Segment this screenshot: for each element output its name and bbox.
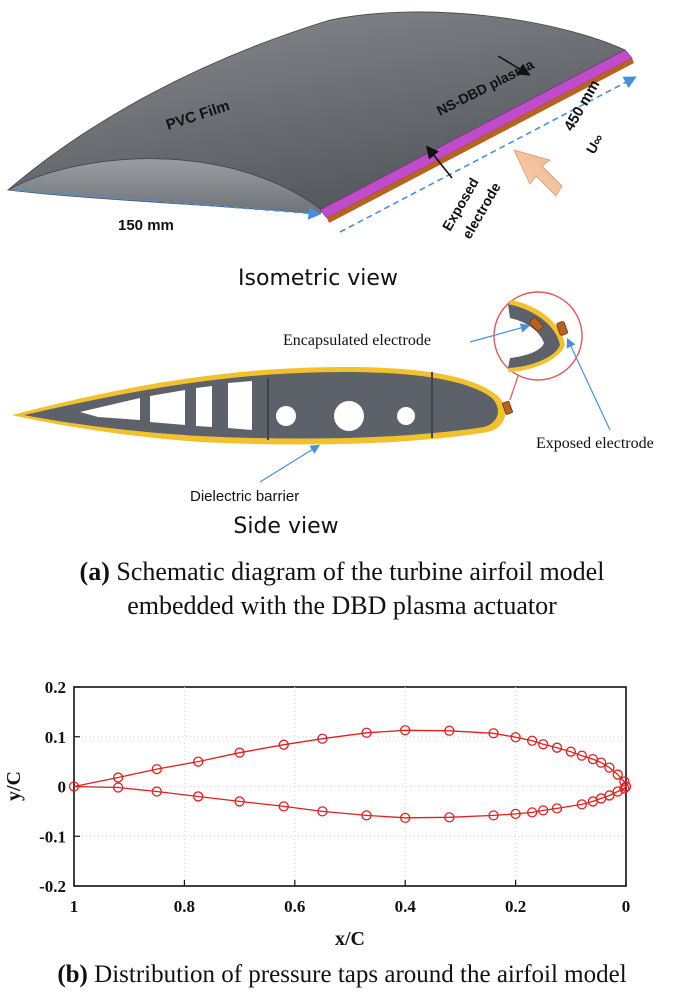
pressure-tap-point [234,747,245,758]
pressure-tap-point [551,742,563,753]
encapsulated-electrode-label: Encapsulated electrode [283,332,431,349]
pressure-tap-point [596,757,607,768]
pressure-tap-point [361,727,372,738]
pressure-tap-point [234,796,245,807]
svg-text:(a) Schematic diagram of the t: (a) Schematic diagram of the turbine air… [80,557,605,586]
x-tick-label: 0.6 [284,897,305,916]
leading-edge-electrode [502,400,513,415]
hole-left [276,406,296,426]
data-series [68,725,632,823]
span-dimension-line [339,76,637,233]
pressure-tap-point [488,728,499,739]
pressure-tap-point [488,810,499,821]
caption-b: (b) Distribution of pressure taps around… [57,961,626,988]
pressure-tap-point [527,735,538,746]
pressure-tap-point [151,786,162,797]
pressure-tap-point [565,746,576,757]
x-axis-label: x/C [335,928,365,950]
x-tick-label: 0.2 [505,897,526,916]
plasma-pointer [497,55,531,76]
magnified-airfoil [508,304,560,368]
encapsulated-pointer [469,323,531,343]
caption-a-tag: (a) [80,557,110,586]
flow-label: U∞ [583,131,607,156]
pressure-tap-point [576,750,587,761]
x-tick-label: 1 [70,897,79,916]
pressure-tap-point [278,801,289,812]
pressure-tap-point [619,776,630,787]
wing-surface [7,11,626,211]
pressure-tap-point [193,791,204,802]
y-tick-label: -0.2 [39,877,66,896]
internal-cavities [80,381,252,430]
pressure-tap-point [620,781,632,792]
pressure-tap-point [551,803,563,814]
pressure-tap-point [400,725,411,736]
dielectric-pointer [259,444,321,483]
pressure-tap-point [576,799,587,810]
pressure-tap-point [151,763,162,775]
chord-label: 150 mm [118,217,174,234]
hole-center [334,401,364,431]
axis-ticks: 1 0.8 0.6 0.4 0.2 0 0.2 0.1 0 -0.1 -0.2 [39,678,630,916]
chord-dimension-line [13,189,322,220]
side-view: Encapsulated electrode Exposed electrode… [12,291,654,539]
pressure-tap-point [444,725,455,736]
x-tick-label: 0 [622,897,631,916]
pressure-tap-point [113,782,124,793]
pressure-tap-point [612,769,623,780]
isometric-view: PVC Film NS-DBD plasma 450 mm U∞ Exposed… [6,11,637,291]
y-axis-label: y/C [3,771,25,801]
pressure-tap-point [604,762,615,773]
electrode-strip [327,58,634,223]
pressure-tap-point [510,732,521,743]
dielectric-barrier-label: Dielectric barrier [190,488,299,505]
x-tick-label: 0.4 [395,897,417,916]
pressure-tap-point [510,808,521,820]
magnified-exposed-electrode [556,321,568,336]
caption-a: (a) Schematic diagram of the turbine air… [80,557,605,620]
y-tick-label: 0.1 [45,728,66,747]
pressure-tap-point [612,786,623,797]
exposed-electrode-label: Exposed electrode [536,435,654,452]
pressure-tap-point [604,790,615,801]
hole-right [397,407,415,425]
pressure-tap-point [538,739,549,750]
caption-a-line2: embedded with the DBD plasma actuator [127,591,557,620]
caption-b-text: Distribution of pressure taps around the… [88,961,627,988]
pressure-tap-chart: 1 0.8 0.6 0.4 0.2 0 0.2 0.1 0 -0.1 -0.2 x/C y/C [3,678,632,950]
isometric-view-title: Isometric view [238,266,398,291]
caption-b-tag: (b) [57,961,88,988]
caption-a-line1: Schematic diagram of the turbine airfoil… [110,557,605,586]
y-tick-label: -0.1 [39,827,66,846]
pressure-tap-point [361,810,372,821]
series-line [73,729,627,788]
x-tick-label: 0.8 [174,897,195,916]
pressure-tap-point [400,812,411,823]
pressure-tap-point [193,756,204,767]
y-tick-label: 0 [58,778,67,797]
pressure-tap-point [538,805,549,816]
pressure-tap-point [278,739,289,750]
y-tick-label: 0.2 [45,678,66,697]
series-line [73,785,627,819]
pressure-tap-point [527,807,538,818]
pressure-tap-point [317,733,328,744]
pressure-tap-point [317,806,328,817]
pressure-tap-point [619,783,630,794]
internal-frame [267,372,433,440]
magnifier-circle [493,291,583,381]
exposed-pointer [566,337,611,431]
magnified-encapsulated-electrode [529,317,544,332]
side-view-title: Side view [233,514,338,539]
pressure-tap-point [113,772,124,783]
flow-arrow-icon [513,149,563,197]
airfoil-body [24,372,498,439]
pressure-tap-point [444,812,455,823]
exposed-electrode-pointer [426,145,453,179]
